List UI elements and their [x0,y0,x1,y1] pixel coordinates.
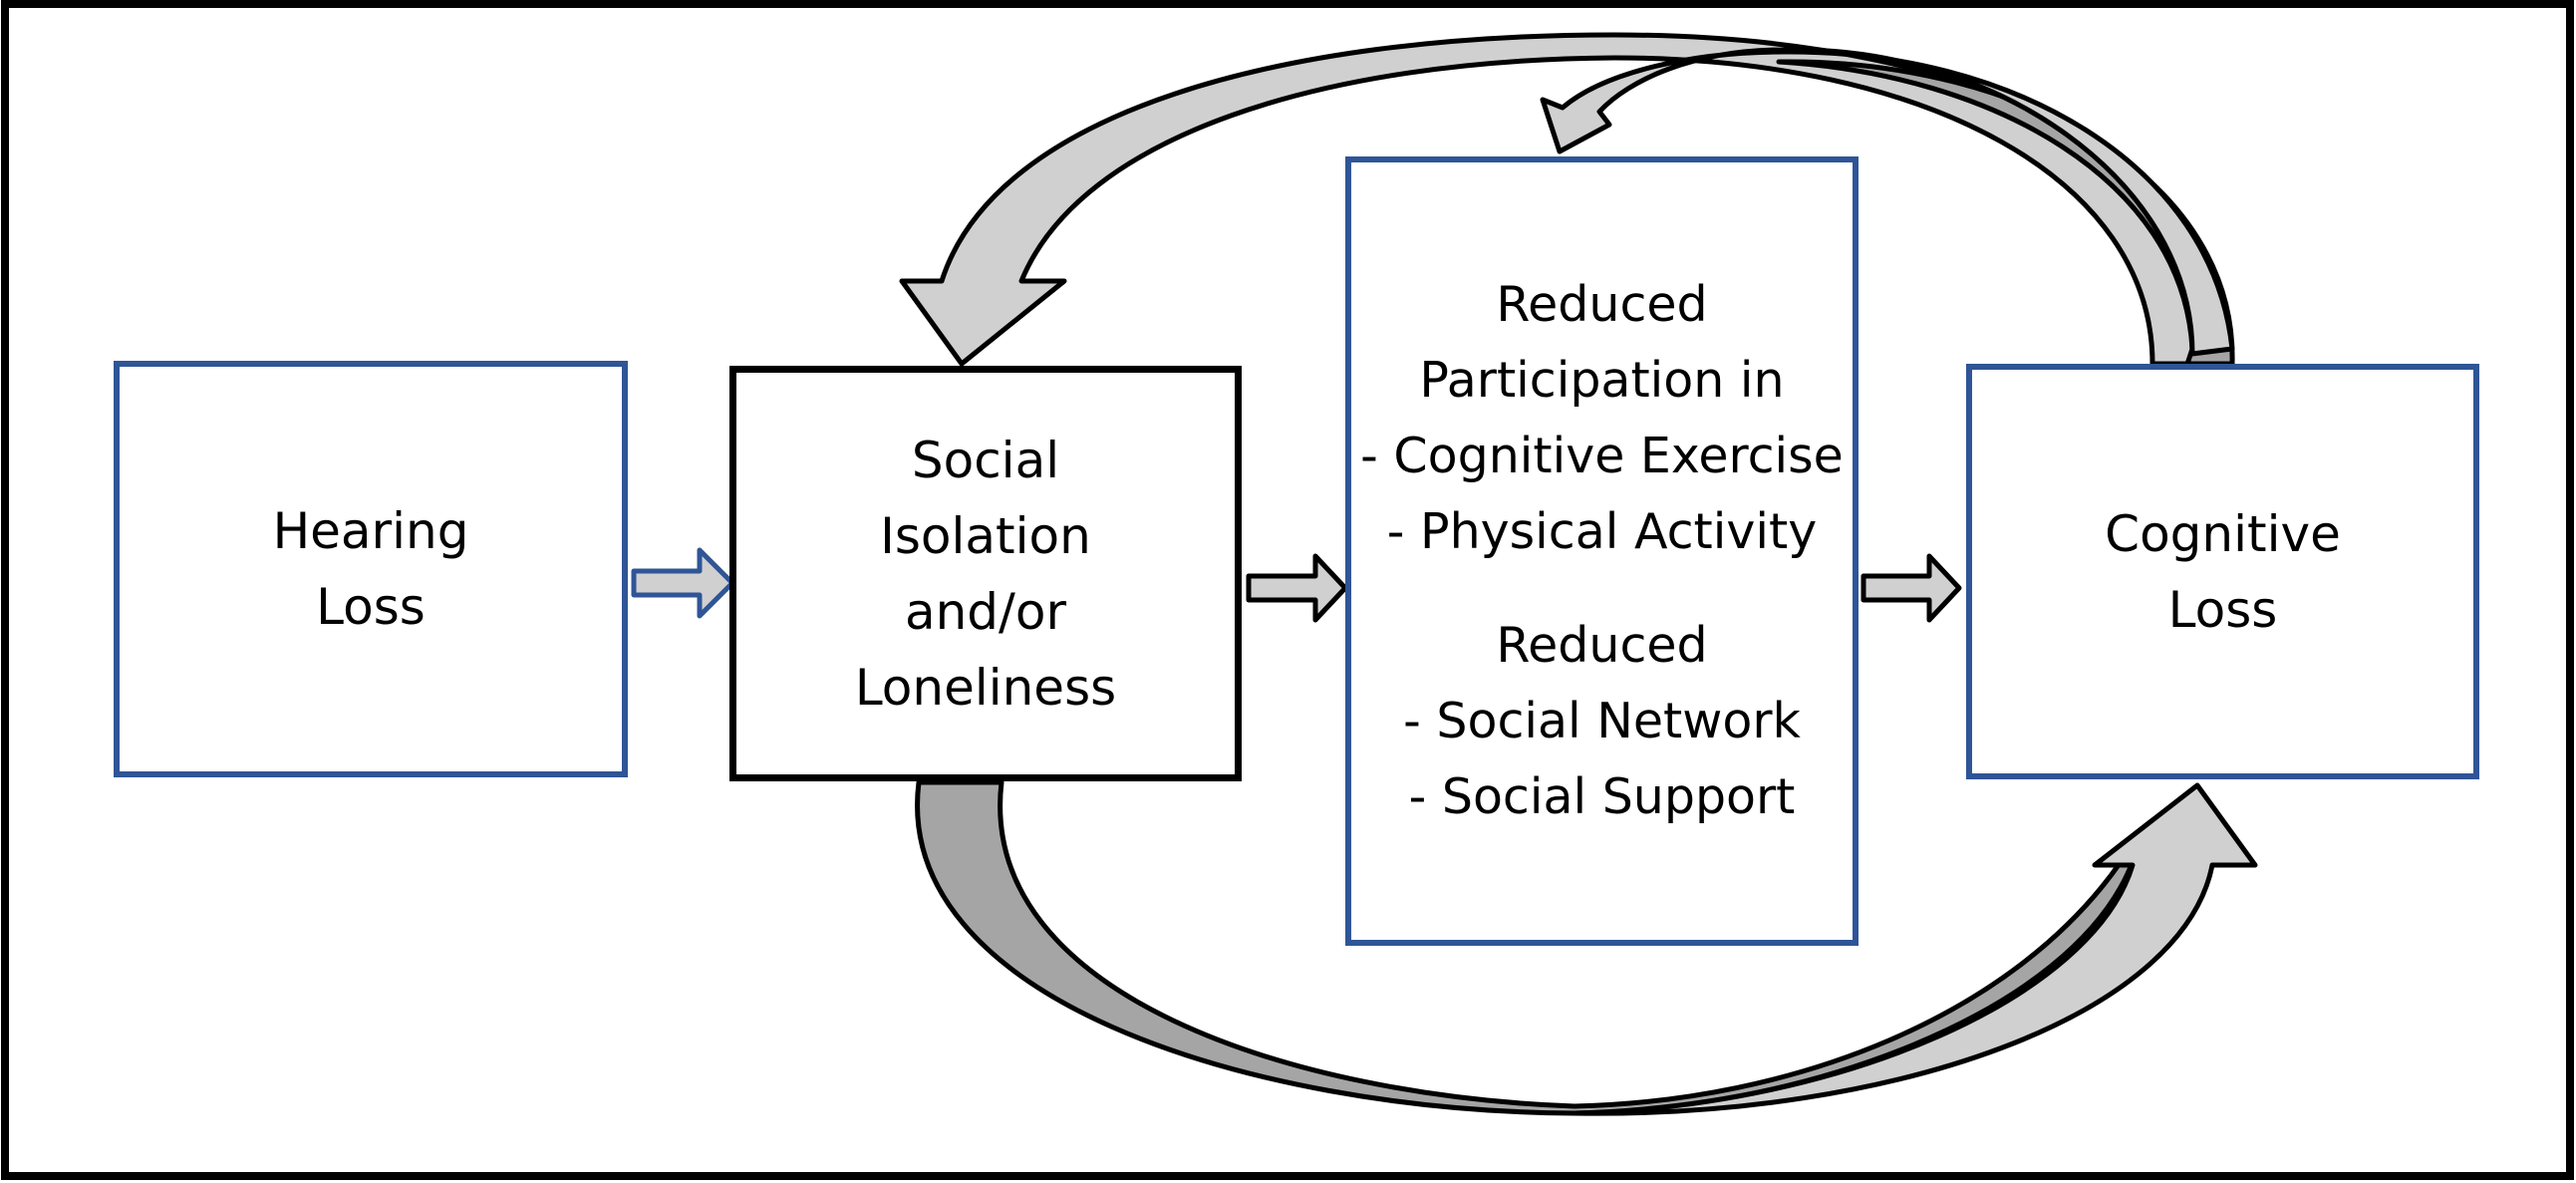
curved-arrow-cognitive-to-participation-head [1540,47,2235,357]
node-social-isolation: Social Isolation and/or Loneliness [729,366,1242,781]
arrow-participation-to-cognitive [1860,553,1962,623]
text-line: - Physical Activity [1386,503,1818,560]
node-reduced-participation-text: Reduced Participation in - Cognitive Exe… [1360,267,1844,835]
text-line: Loss [2167,580,2278,639]
node-cognitive-loss: Cognitive Loss [1966,364,2479,779]
arrow-hearing-to-social [631,547,735,619]
text-line: Loneliness [854,658,1117,717]
text-line: Hearing [272,502,469,560]
text-line: Isolation [880,506,1091,565]
arrow-social-to-participation [1246,553,1348,623]
curved-arrow-social-to-cognitive-head [1572,782,2258,1116]
node-hearing-loss-text: Hearing Loss [273,493,469,645]
node-social-isolation-text: Social Isolation and/or Loneliness [855,423,1116,726]
text-line: Loss [316,578,426,636]
text-line: Social [911,431,1060,489]
text-line: and/or [904,582,1067,641]
text-line: Cognitive [2105,504,2341,563]
node-cognitive-loss-text: Cognitive Loss [2105,496,2341,648]
text-gap [1360,570,1844,608]
text-line: - Cognitive Exercise [1360,428,1844,484]
node-hearing-loss: Hearing Loss [114,361,628,777]
text-line: - Social Network [1403,693,1801,749]
text-line: Reduced [1496,276,1708,333]
text-line: - Social Support [1408,768,1796,825]
text-line: Reduced [1496,617,1708,674]
node-reduced-participation: Reduced Participation in - Cognitive Exe… [1345,156,1859,946]
text-line: Participation in [1419,352,1785,409]
